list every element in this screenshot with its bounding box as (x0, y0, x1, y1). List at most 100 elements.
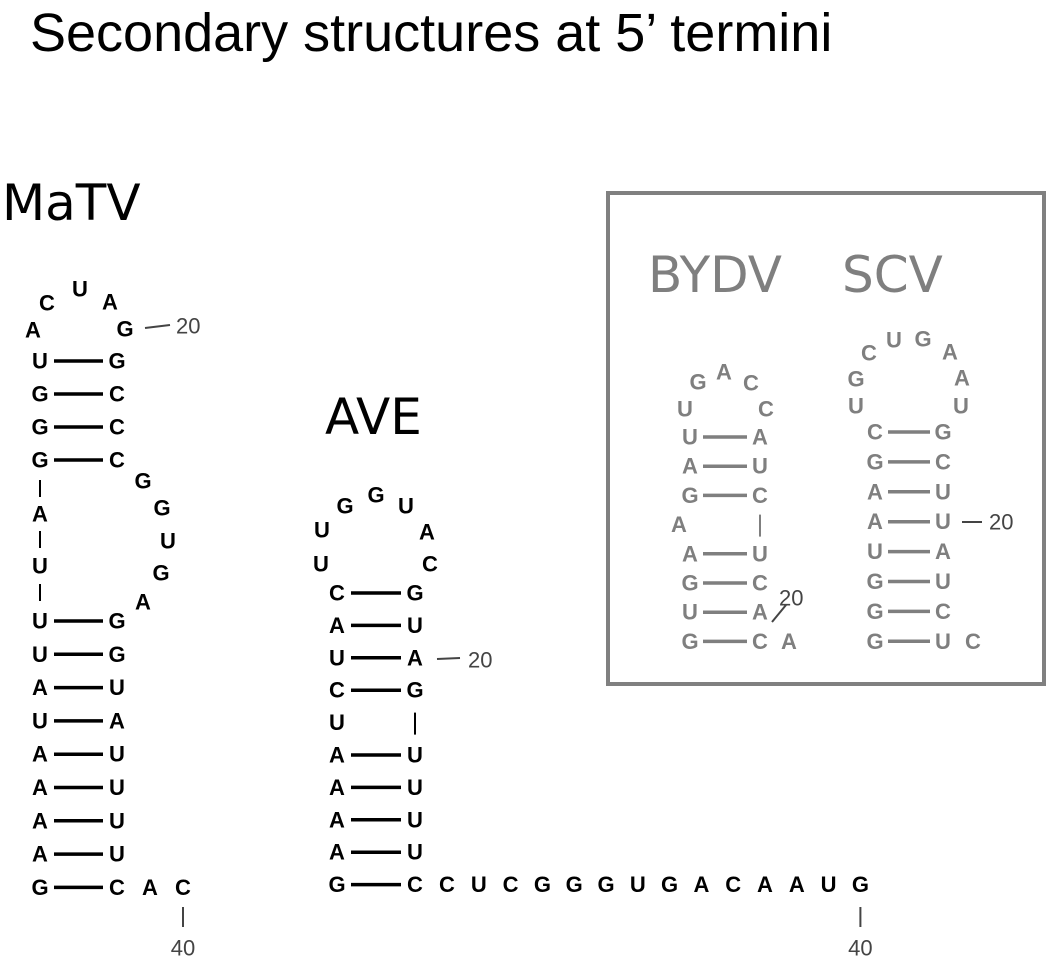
stem-base-left: G (866, 629, 883, 654)
stem-base-left: A (32, 808, 48, 833)
stem-base-right: C (935, 599, 951, 624)
loop-base: G (914, 327, 931, 352)
stem-base-right: C (752, 483, 768, 508)
loop-base: C (758, 397, 774, 422)
stem-base-right: A (752, 425, 768, 450)
tail-base: U (630, 872, 646, 897)
stem-base-left: U (682, 425, 698, 450)
label-bydv: BYDV (648, 246, 782, 304)
loop-base: C (861, 341, 877, 366)
tail-base: C (725, 872, 741, 897)
stem-base-right: U (109, 842, 125, 867)
stem-base-right: U (935, 479, 951, 504)
stem-base-left: U (682, 600, 698, 625)
stem-base-right: G (406, 581, 423, 606)
inset-box (606, 191, 1046, 686)
stem-base-right: C (407, 872, 423, 897)
stem-base-left: A (682, 541, 698, 566)
stem-base-left: A (32, 775, 48, 800)
stem-base-left: U (32, 708, 48, 733)
loop-base: A (716, 360, 732, 385)
unpaired-base: U (32, 554, 48, 579)
stem-base-right: C (109, 448, 125, 473)
stem-base-right: U (752, 454, 768, 479)
stem-base-left: A (682, 454, 698, 479)
position-marker-label: 20 (176, 314, 200, 339)
stem-base-right: U (109, 808, 125, 833)
tail-base: C (503, 872, 519, 897)
stem-base-right: G (108, 349, 125, 374)
stem-base-left: A (671, 512, 687, 537)
bulge-base: G (152, 561, 169, 586)
stem-base-left: G (866, 599, 883, 624)
loop-base: U (72, 277, 88, 302)
stem-base-right: G (934, 420, 951, 445)
position-marker-label: 20 (468, 648, 492, 673)
stem-base-right: U (109, 675, 125, 700)
loop-base: A (419, 520, 435, 545)
stem-base-right: C (109, 382, 125, 407)
tail-base: G (852, 872, 869, 897)
stem-base-left: C (329, 678, 345, 703)
tail-base: G (597, 872, 614, 897)
stem-base-right: U (407, 840, 423, 865)
stem-base-left: G (866, 569, 883, 594)
stem-base-right: U (935, 509, 951, 534)
tail-base: A (757, 872, 773, 897)
loop-base: U (314, 518, 330, 543)
stem-base-left: G (681, 483, 698, 508)
stem-base-left: A (32, 742, 48, 767)
label-scv: SCV (842, 246, 943, 304)
stem-base-right: G (108, 609, 125, 634)
stem-base-left: A (329, 840, 345, 865)
stem-base-left: U (32, 349, 48, 374)
stem-base-left: U (329, 710, 345, 735)
stem-base-left: A (32, 842, 48, 867)
stem-base-left: A (329, 743, 345, 768)
stem-base-right: U (109, 742, 125, 767)
loop-base: U (677, 397, 693, 422)
tail-base: C (965, 629, 981, 654)
position-marker-label: 20 (989, 510, 1013, 535)
loop-base: G (367, 483, 384, 508)
loop-base: A (25, 318, 41, 343)
stem-base-right: A (109, 708, 125, 733)
stem-base-left: U (867, 539, 883, 564)
loop-base: G (847, 367, 864, 392)
stem-base-right: G (406, 678, 423, 703)
unpaired-base: A (32, 502, 48, 527)
tail-base: A (781, 629, 797, 654)
loop-base: C (39, 291, 55, 316)
loop-base: U (886, 328, 902, 353)
stem-base-right: A (752, 600, 768, 625)
loop-base: G (336, 494, 353, 519)
stem-base-right: U (109, 775, 125, 800)
tail-base: A (142, 875, 158, 900)
bulge-base: G (134, 469, 151, 494)
loop-base: G (689, 370, 706, 395)
loop-base: U (313, 552, 329, 577)
loop-base: U (848, 394, 864, 419)
loop-base: U (953, 394, 969, 419)
stem-base-left: A (867, 509, 883, 534)
position-marker-line (436, 657, 461, 660)
stem-base-left: A (329, 613, 345, 638)
stem-base-left: U (329, 645, 345, 670)
bulge-base: A (135, 590, 151, 615)
stem-base-left: G (31, 415, 48, 440)
stem-base-right: C (109, 875, 125, 900)
page-title: Secondary structures at 5’ termini (30, 3, 833, 63)
stem-base-left: C (329, 581, 345, 606)
stem-base-left: G (866, 449, 883, 474)
stem-base-left: C (867, 420, 883, 445)
stem-base-right: U (752, 541, 768, 566)
tail-base: U (471, 872, 487, 897)
position-marker-line (771, 604, 787, 623)
stem-base-right: C (109, 415, 125, 440)
stem-base-left: G (681, 571, 698, 596)
loop-base: A (942, 340, 958, 365)
stem-base-left: G (31, 382, 48, 407)
tail-base: A (693, 872, 709, 897)
